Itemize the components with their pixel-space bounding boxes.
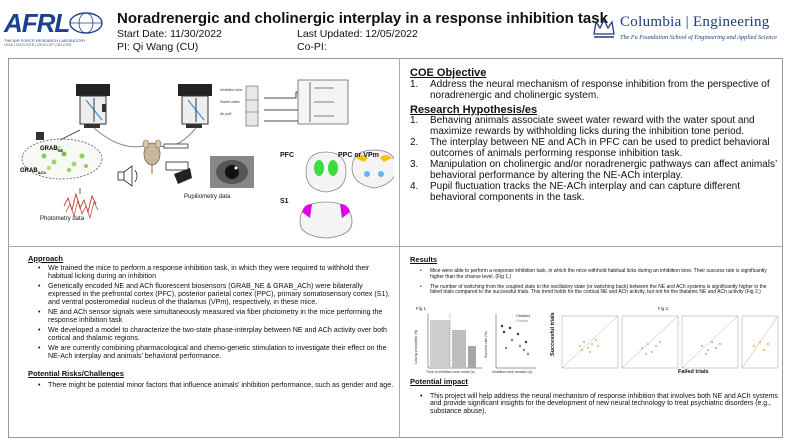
principal-investigator: PI: Qi Wang (CU): [117, 41, 199, 53]
horizontal-divider: [8, 246, 783, 247]
fig1-label: Fig 1.: [416, 306, 428, 311]
list-item: Genetically encoded NE and ACh fluoresce…: [28, 282, 394, 307]
results-list: Mice were able to perform a response inh…: [410, 268, 778, 297]
fig2-panel-4: [741, 315, 779, 369]
approach-section: Approach We trained the mice to perform …: [28, 254, 394, 391]
columbia-logo: Columbia | Engineering The Fu Foundation…: [592, 14, 792, 46]
fig1b-x-label: Inhibition tone duration (s): [492, 370, 533, 374]
s1-brain-slice: [299, 201, 353, 239]
list-item: Mice were able to perform a response inh…: [410, 268, 778, 281]
experiment-figure: GRABNE GRABACh: [14, 64, 394, 242]
co-principal-investigator: Co-PI:: [297, 41, 327, 53]
page-title: Noradrenergic and cholinergic interplay …: [117, 10, 608, 27]
objective-item-num: 1.: [410, 79, 419, 90]
list-item: We trained the mice to perform a respons…: [28, 264, 394, 280]
vertical-divider: [399, 58, 400, 438]
fig1a-histogram: [427, 314, 482, 369]
objective-item: 1. Address the neural mechanism of respo…: [410, 79, 778, 101]
photometry-trace: [63, 188, 99, 220]
afrl-logo-text: AFRL: [4, 8, 70, 38]
hypotheses-list: 1.Behaving animals associate sweet water…: [410, 115, 778, 203]
list-item: 2.The interplay between NE and ACh in PF…: [410, 137, 770, 159]
grab-ne-label: GRABNE: [40, 146, 64, 153]
start-date: Start Date: 11/30/2022: [117, 28, 222, 40]
fig1-y-label: Licking probability (%): [414, 329, 418, 364]
last-updated: Last Updated: 12/05/2022: [297, 28, 418, 40]
afrl-tagline: THE AIR FORCE RESEARCH LABORATORY: [4, 38, 87, 43]
impact-heading: Potential impact: [410, 377, 468, 386]
list-item: 4.Pupil fluctuation tracks the NE-ACh in…: [410, 181, 740, 203]
afrl-logo: AFRL THE AIR FORCE RESEARCH LABORATORY L…: [4, 8, 109, 47]
trace-label-sweet-water: Sweet water: [220, 100, 240, 104]
fig1b-y-label: Success rate (%): [484, 331, 488, 358]
quad-chart-frame: [8, 58, 783, 438]
impact-list: This project will help address the neura…: [410, 393, 778, 415]
photometry-label: Photometry data: [40, 216, 85, 222]
trace-label-air-puff: Air puff: [220, 112, 232, 116]
fig2-y-label: Successful trials: [550, 312, 556, 356]
fig1-x-label: Time to inhibition tone onset (s): [426, 370, 475, 374]
ppc-brain-slice: [351, 149, 394, 189]
globe-icon: [69, 12, 103, 34]
list-item: We are currently combining pharmacologic…: [28, 344, 394, 360]
approach-list: We trained the mice to perform a respons…: [28, 264, 394, 360]
list-item: We developed a model to characterize the…: [28, 326, 394, 342]
camera-right-icon: [178, 84, 212, 128]
fig2-label: Fig 2.: [658, 306, 670, 311]
trace-label-inhibition: Inhibition tone: [220, 88, 243, 92]
pfc-brain-slice: [305, 151, 347, 193]
camera-left-icon: [76, 84, 110, 128]
pupil-image: [210, 156, 254, 188]
list-item: 3.Manipulation on cholinergic and/or nor…: [410, 159, 777, 181]
results-heading: Results: [410, 255, 438, 264]
pupil-camera-icon: [165, 161, 192, 184]
objective-item-text: Address the neural mechanism of response…: [430, 79, 770, 101]
objective-section: COE Objective 1. Address the neural mech…: [410, 67, 778, 204]
fig2-panel-3: [681, 315, 739, 369]
list-item: This project will help address the neura…: [410, 393, 778, 415]
list-item: There might be potential minor factors t…: [28, 381, 394, 389]
task-trace-block: [245, 79, 349, 127]
fig1b-legend-obtained: Obtained: [516, 314, 531, 318]
crown-icon: [593, 18, 615, 38]
s1-label: S1: [280, 198, 289, 205]
columbia-tagline: The Fu Foundation School of Engineering …: [620, 34, 777, 41]
fig2-panel-2: [621, 315, 679, 369]
objective-heading: COE Objective: [410, 67, 487, 79]
pupil-label: Pupiliometry data: [184, 194, 231, 200]
list-item: NE and ACh sensor signals were simultane…: [28, 308, 394, 324]
hypotheses-heading: Research Hypothesis/es: [410, 104, 538, 116]
grab-ach-label: GRABACh: [20, 168, 46, 175]
pfc-label: PFC: [280, 152, 294, 159]
ppc-vpm-label: PPC or VPm: [338, 152, 379, 159]
risks-heading: Potential Risks/Challenges: [28, 369, 124, 379]
fig1b-scatter: [495, 314, 536, 369]
mouse-illustration: [142, 139, 162, 174]
impact-section: Potential impact This project will help …: [410, 377, 778, 417]
speaker-icon: [117, 165, 138, 187]
fig1b-legend-chance: Chance: [516, 319, 529, 323]
list-item: 1.Behaving animals associate sweet water…: [410, 115, 755, 137]
brain-cloud: [21, 138, 103, 180]
results-figures: Fig 1. Fig 2.: [412, 306, 782, 378]
columbia-name: Columbia | Engineering: [620, 14, 770, 30]
risks-list: There might be potential minor factors t…: [28, 381, 394, 389]
approach-heading: Approach: [28, 254, 64, 263]
results-section: Results Mice were able to perform a resp…: [410, 255, 778, 298]
afrl-subtagline: LEAD | DISCOVER | DEVELOP | DELIVER: [4, 43, 72, 47]
list-item: The number of switching from the coupled…: [410, 284, 778, 297]
water-spout: [163, 143, 189, 149]
fig2-panel-1: [561, 315, 619, 369]
fig2-x-label: Failed trials: [678, 369, 709, 375]
